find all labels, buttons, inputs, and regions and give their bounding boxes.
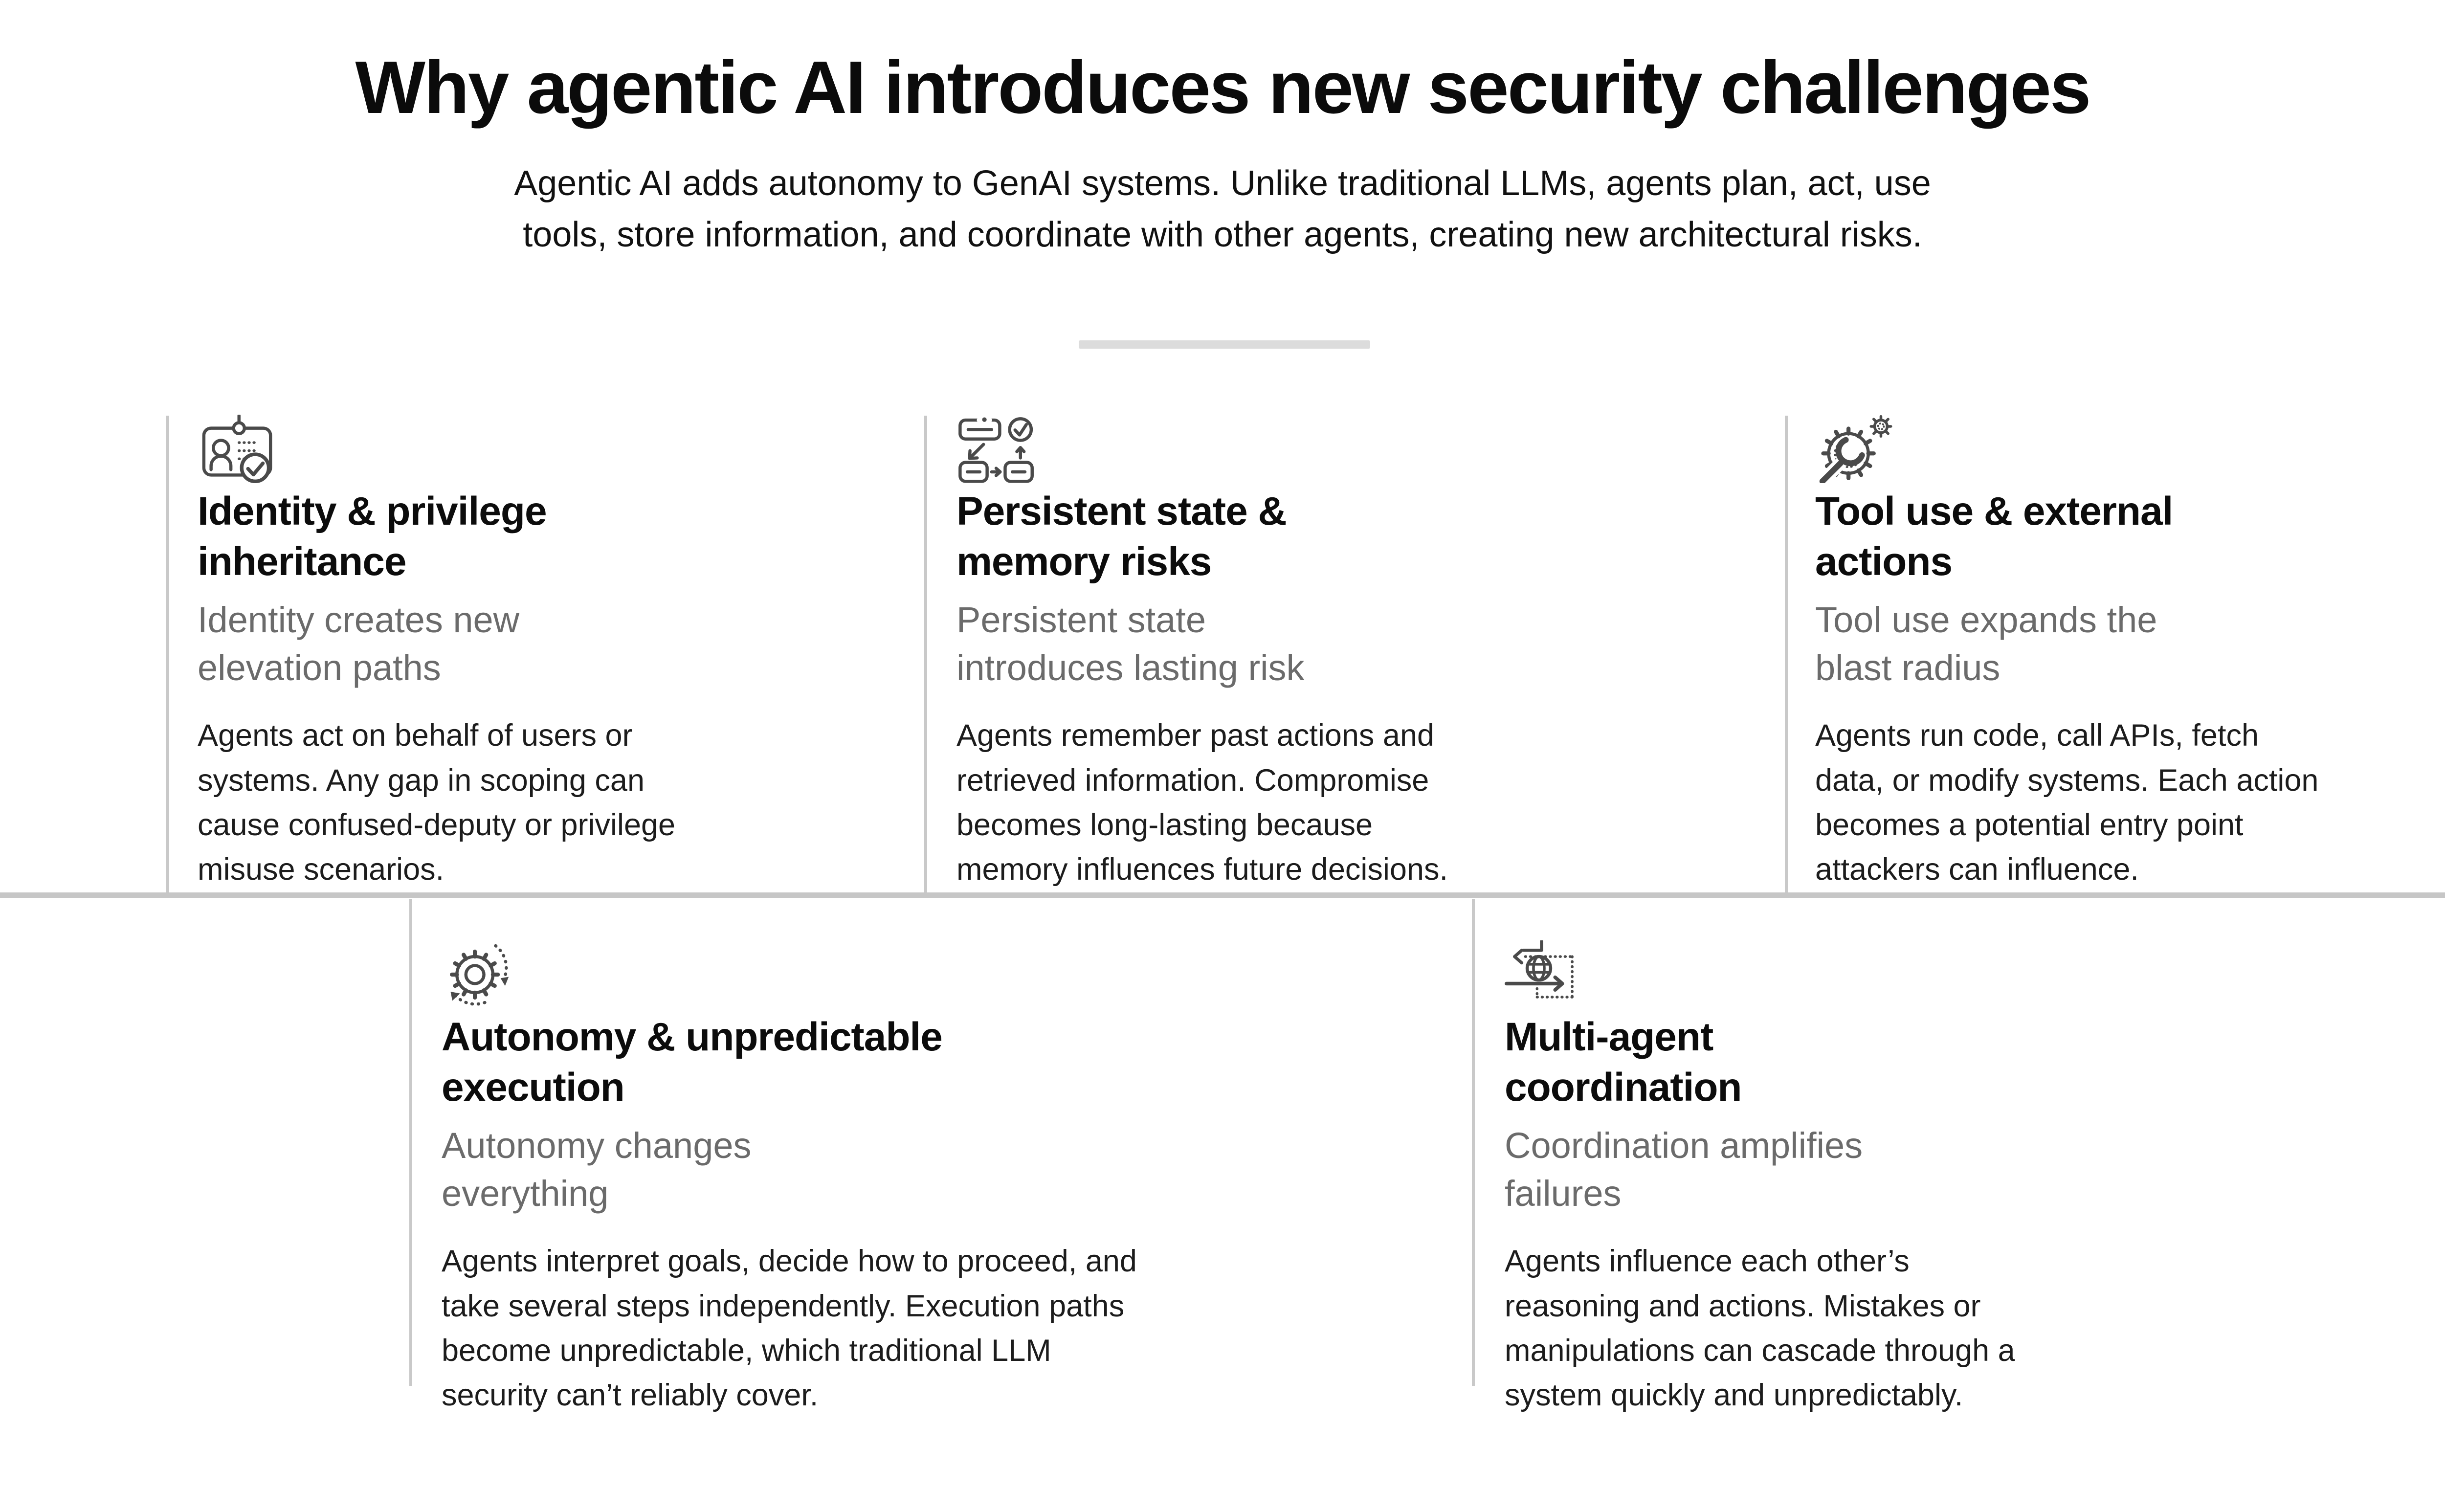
card-subtitle: Identity creates new elevation paths [198, 599, 520, 689]
workflow-check-icon [956, 415, 1758, 483]
card-divider-line [166, 416, 169, 893]
page-subtitle: Agentic AI adds autonomy to GenAI system… [514, 163, 1931, 254]
card-body: Agents interpret goals, decide how to pr… [442, 1244, 1137, 1413]
card-subtitle: Tool use expands the blast radius [1815, 599, 2157, 689]
card-title: Autonomy & unpredictable execution [442, 1015, 943, 1110]
wrench-gears-icon [1815, 415, 2436, 483]
card-body: Agents act on behalf of users or systems… [198, 718, 676, 887]
card-divider-line [409, 899, 412, 1386]
card-title: Identity & privilege inheritance [198, 489, 547, 584]
card-multi-agent: Multi-agent coordination Coordination am… [1505, 940, 2238, 1418]
globe-routing-icon [1505, 940, 2238, 1009]
card-body: Agents run code, call APIs, fetch data, … [1815, 718, 2319, 887]
card-title: Multi-agent coordination [1505, 1015, 1742, 1110]
card-divider-line [924, 416, 927, 893]
card-divider-line [1472, 899, 1475, 1386]
row-divider-line [0, 892, 2445, 898]
card-subtitle: Autonomy changes everything [442, 1125, 752, 1214]
page-title: Why agentic AI introduces new security c… [355, 46, 2091, 129]
card-identity-privilege: Identity & privilege inheritance Identit… [198, 415, 910, 892]
card-tool-use: Tool use & external actions Tool use exp… [1815, 415, 2436, 892]
card-subtitle: Coordination amplifies failures [1505, 1125, 1863, 1214]
page-header: Why agentic AI introduces new security c… [0, 0, 2445, 261]
header-divider [1079, 340, 1370, 349]
card-title: Tool use & external actions [1815, 489, 2173, 584]
gear-rotation-icon [442, 940, 1459, 1009]
card-body: Agents influence each other’s reasoning … [1505, 1244, 2015, 1413]
id-badge-check-icon [198, 415, 910, 483]
card-body: Agents remember past actions and retriev… [956, 718, 1448, 887]
card-autonomy: Autonomy & unpredictable execution Auton… [442, 940, 1459, 1418]
card-title: Persistent state & memory risks [956, 489, 1287, 584]
card-subtitle: Persistent state introduces lasting risk [956, 599, 1305, 689]
card-divider-line [1785, 416, 1788, 893]
card-persistent-state: Persistent state & memory risks Persiste… [956, 415, 1758, 892]
